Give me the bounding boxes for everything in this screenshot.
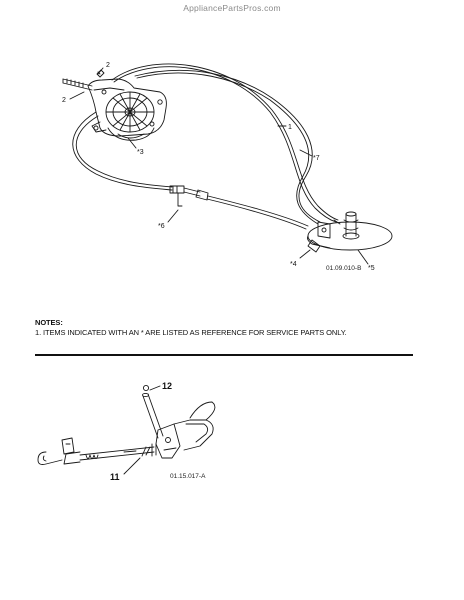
watermark: AppliancePartsPros.com	[183, 3, 281, 13]
diagram-code-upper: 01.09.010-B	[326, 265, 361, 272]
cable-1	[111, 63, 339, 223]
callout-5: *5	[368, 265, 375, 272]
notes-line-1: 1. ITEMS INDICATED WITH AN * ARE LISTED …	[35, 328, 347, 337]
callout-2-left: 2	[62, 97, 66, 104]
cable-7	[134, 69, 321, 225]
lower-lever-assembly	[37, 384, 216, 465]
callout-12: 12	[162, 381, 172, 391]
leader-lines-lower	[123, 385, 161, 475]
callout-11: 11	[110, 472, 120, 482]
callout-7: *7	[313, 155, 320, 162]
callout-6: *6	[158, 223, 165, 230]
notes-block: NOTES: 1. ITEMS INDICATED WITH AN * ARE …	[35, 318, 347, 338]
shift-control-housing	[62, 69, 167, 141]
section-divider	[35, 354, 413, 356]
disc-bracket	[307, 211, 393, 253]
diagram-code-lower: 01.15.017-A	[170, 473, 206, 480]
callout-1: 1	[288, 124, 292, 131]
callout-4: *4	[290, 261, 297, 268]
leader-lines-upper	[69, 67, 369, 265]
notes-heading: NOTES:	[35, 318, 63, 327]
callouts-upper: 2 2 *3 1 *7 *6 *4 *5 01.09.010-B	[62, 62, 375, 272]
callouts-lower: 12 11 01.15.017-A	[110, 381, 206, 482]
callout-3: *3	[137, 149, 144, 156]
callout-2-top: 2	[106, 62, 110, 69]
cable-6	[72, 111, 309, 230]
